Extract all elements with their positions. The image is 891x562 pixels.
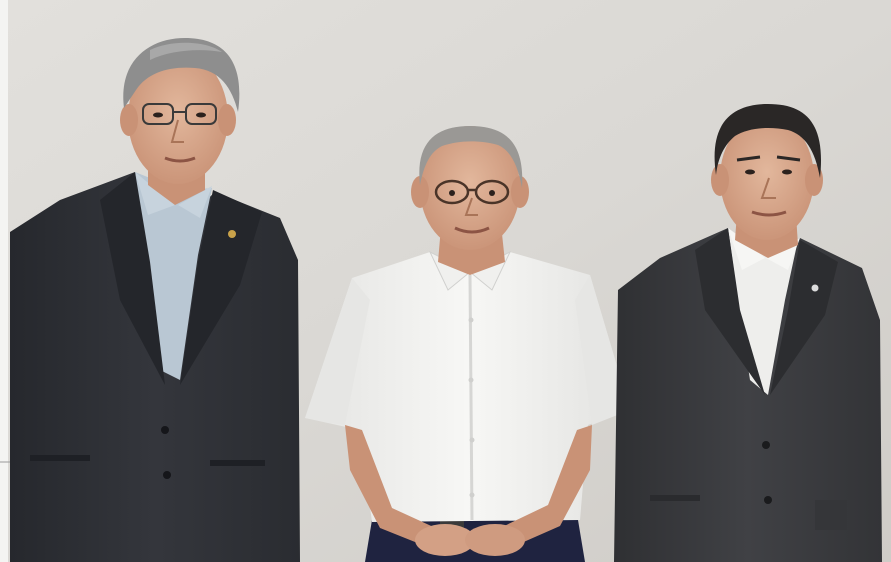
- center-man: [305, 126, 630, 562]
- left-man: [10, 38, 300, 562]
- right-man: [614, 104, 882, 562]
- left-border-strip: [0, 0, 8, 562]
